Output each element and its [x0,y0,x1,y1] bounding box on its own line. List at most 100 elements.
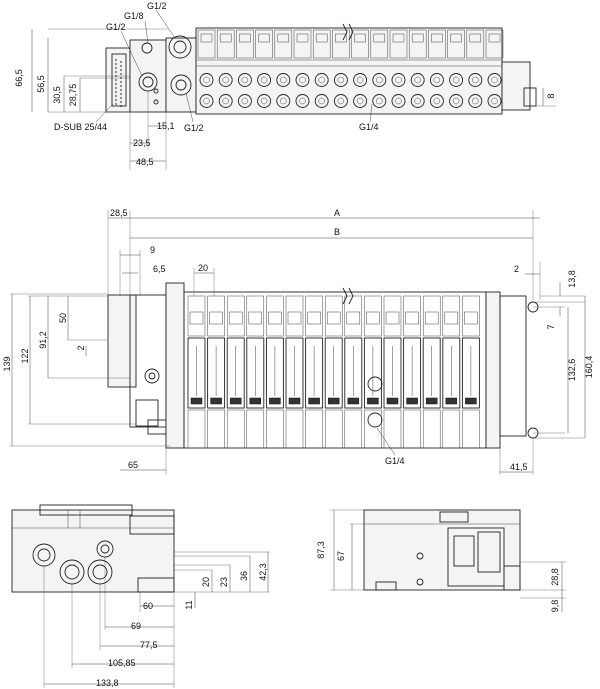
g14-port [314,73,329,87]
g14-port-bore [318,76,325,84]
g14-port-bore [280,97,287,105]
g14-port [429,94,444,108]
valve-slots-top [197,29,504,59]
dsub-connector [111,53,127,107]
valve-led [465,397,477,405]
valve-pilot [266,295,284,337]
valve-manual-override [248,311,263,325]
valve-label-plate [258,33,270,43]
valves-front [187,295,480,449]
valve-led [308,397,320,405]
dim-285-label: 28,5 [110,208,128,218]
dsub-pin [114,66,118,70]
dsub-pin [114,86,118,90]
valve-pilot [383,295,402,337]
callout-dsub: D-SUB 25/44 [54,122,107,132]
valve-base [207,409,225,449]
g14-port [295,73,310,87]
break-mark-front [342,287,354,305]
dim-1338-label: 133,8 [96,678,119,688]
g14-port-bore [203,76,210,84]
dim-2-top-label: 2 [514,264,519,274]
valve-base [422,409,441,449]
valve-pilot [246,295,265,337]
g14-port-bore [395,97,402,105]
side-body-right [363,509,521,591]
dsub-pin [114,58,118,62]
g14-port [429,73,444,87]
valve-label-plate [373,33,386,43]
dim-65a-label: 6,5 [153,264,166,274]
dim-36-label: 36 [239,571,249,581]
g14-port [372,73,387,87]
valve-base [383,409,402,449]
g14-port [257,94,272,108]
valve-manual-override [464,311,478,325]
g14-port [487,94,502,108]
g14-port [391,94,406,108]
side-view-right: 87,3 67 28,8 9,8 [316,509,566,612]
g14-port [487,73,502,87]
g14-port [333,73,348,87]
valve-label-plate [431,33,443,43]
valve-base [226,409,245,449]
valve-led [347,397,360,405]
valve-led [269,397,281,405]
dim-1604-label: 160,4 [584,356,594,379]
dsub-pin [119,84,123,88]
dim-69-label: 69 [131,621,141,631]
dsub-pin [119,96,123,100]
g14-port-bore [241,97,249,105]
valve-label-plate [219,33,232,43]
valve-label-plate [239,33,251,43]
valve-label-plate [200,33,213,43]
valve-slot [236,29,254,59]
valve-led [288,397,301,405]
dim-10585-label: 105,85 [108,658,136,668]
valve-manual-override [268,311,282,325]
g14-port-bore [433,76,441,84]
valve-base [187,409,206,449]
valve-body [461,337,480,409]
g14-port-bore [491,76,498,84]
callout-g14: G1/4 [359,122,379,132]
g14-port [276,73,291,87]
valve-led [445,397,458,405]
dsub-pin [119,68,123,72]
dsub-pin [114,94,118,98]
valve-base [442,409,461,449]
valve-led [367,397,379,405]
valve-base [344,409,363,449]
g14-ports [199,73,502,108]
dim-11-label: 11 [184,600,194,609]
g14-port-bore [222,97,229,105]
callout-g18: G1/8 [124,11,144,21]
valve-base [403,409,421,449]
valve-base [305,409,323,449]
g14-port-bore [260,76,268,84]
dsub-pin [114,62,118,66]
valve-slot [466,29,485,59]
side-view-left: 11 20 23 36 42,3 60 69 77,5 105,85 133,8 [11,504,270,688]
g14-port-bore [452,76,460,84]
valve-slot [389,29,408,59]
valve-slot [351,29,369,59]
g14-port [333,94,348,108]
dim-8-label: 8 [546,93,556,98]
port-g12-bottom [170,74,192,96]
valve-pilot [207,295,225,337]
port-g14-front [367,376,383,392]
valve-label-plate [296,33,309,43]
g14-port [410,73,425,87]
g14-port-bore [203,97,210,105]
dim-2-left-label: 2 [76,345,86,350]
valve-body [363,337,382,409]
dim-665-label: 66,5 [14,69,24,87]
valve-body [324,337,343,409]
valve-base [324,409,343,449]
connector-block [107,294,137,388]
valve-slot [197,29,216,59]
dsub-pin [119,72,123,76]
g14-port-bore [260,97,268,105]
g14-port-bore [376,76,383,84]
